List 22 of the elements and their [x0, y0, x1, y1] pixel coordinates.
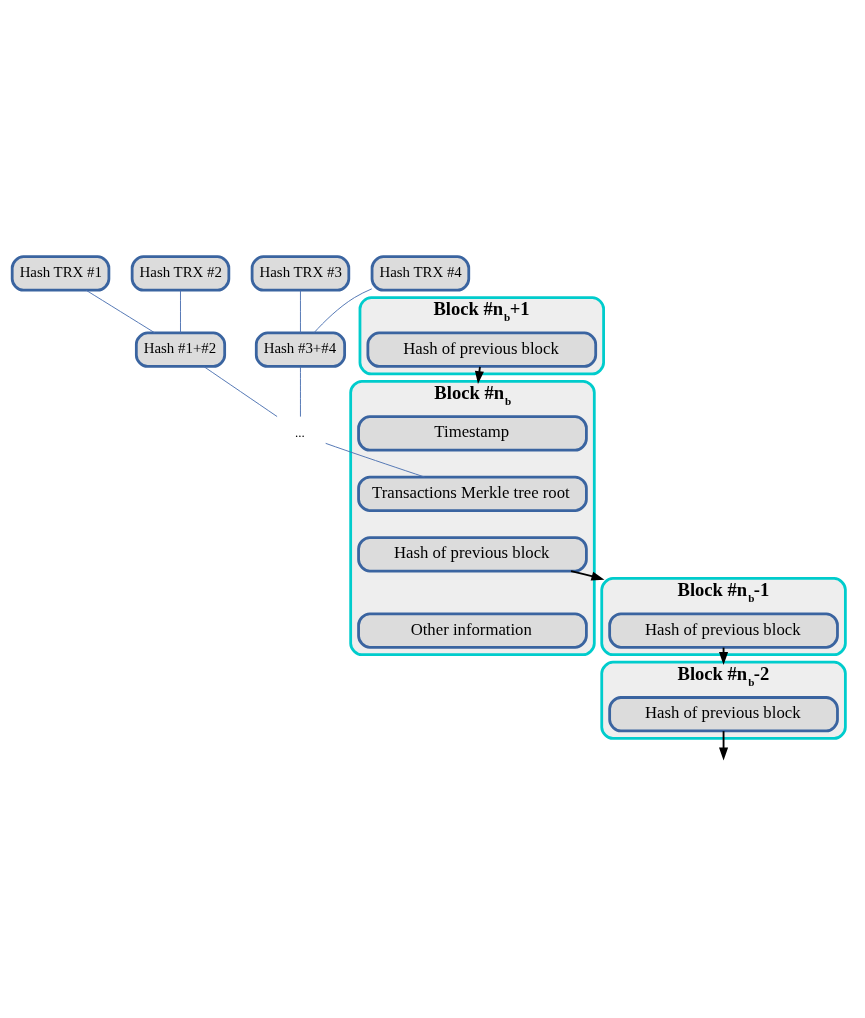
node-box: Hash TRX #3: [250, 255, 351, 292]
node-box: Hash TRX #2: [130, 255, 231, 292]
node-box: Hash of previous block: [608, 696, 839, 733]
connector: [325, 442, 426, 478]
connector: [313, 288, 373, 334]
connector: [85, 289, 156, 334]
node-box: Hash of previous block: [608, 612, 839, 649]
node-text: ...: [294, 424, 305, 440]
arrow: [570, 570, 605, 581]
node-box: Transactions Merkle tree root: [357, 475, 588, 512]
node-box: Timestamp: [357, 415, 588, 452]
node-box: Other information: [357, 612, 588, 649]
node-box: Hash TRX #1: [10, 255, 111, 292]
node-box: Hash #3+#4: [254, 331, 346, 368]
node-box: Hash of previous block: [357, 536, 588, 573]
connector: [300, 290, 301, 334]
connector: [203, 366, 278, 417]
node-box: Hash #1+#2: [134, 331, 227, 368]
connector: [180, 290, 181, 334]
node-box: Hash of previous block: [366, 331, 598, 368]
connector: [300, 366, 301, 418]
node-box: Hash TRX #4: [370, 255, 471, 292]
